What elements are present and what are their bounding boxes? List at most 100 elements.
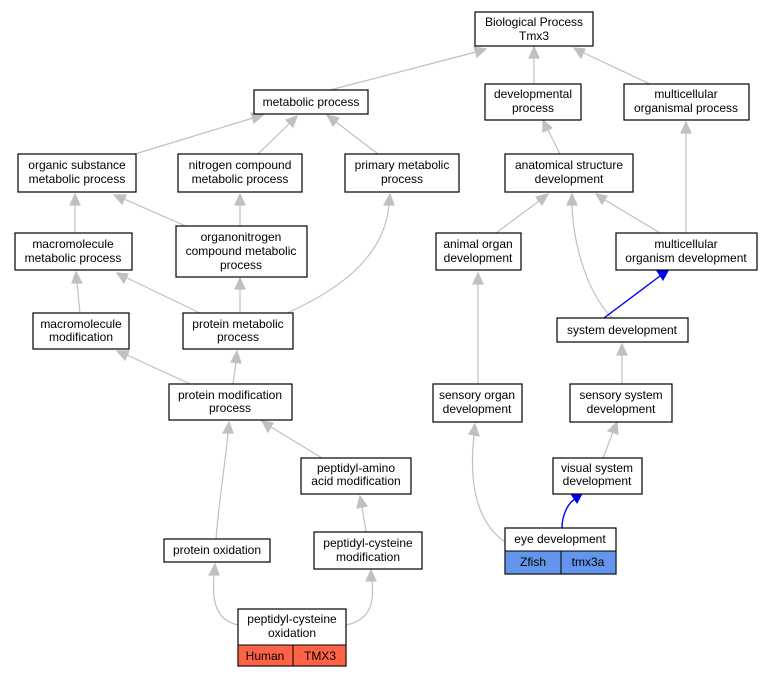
node-multicellular-organism-development[interactable]: multicellular organism development xyxy=(615,232,758,271)
node-label: protein oxidation xyxy=(173,543,261,557)
node-label: system development xyxy=(567,323,678,337)
node-macromolecule-modification[interactable]: macromolecule modification xyxy=(32,312,130,350)
gene-label: tmx3a xyxy=(572,555,605,569)
node-eye-development[interactable]: eye development Zfish tmx3a xyxy=(504,527,617,575)
edge-multicellular-organism-dev-to-anatomical xyxy=(594,193,661,234)
node-label-line2: process xyxy=(512,101,554,115)
node-anatomical-structure-development[interactable]: anatomical structure development xyxy=(504,153,634,193)
node-label-line1: multicellular xyxy=(654,237,717,251)
node-label-line2: process xyxy=(209,401,251,415)
node-sensory-organ-development[interactable]: sensory organ development xyxy=(432,383,523,423)
node-label-line3: process xyxy=(220,258,262,272)
node-label: eye development xyxy=(514,532,606,546)
node-label-line1: animal organ xyxy=(443,237,512,251)
gene-label: TMX3 xyxy=(304,649,336,663)
node-label-line1: Biological Process xyxy=(485,15,583,29)
edge-visual-system-to-sensory-system xyxy=(602,420,619,459)
node-label-line2: modification xyxy=(336,550,400,564)
edge-protein-metabolic-to-macromolecule-metabolic xyxy=(115,272,201,314)
edge-protein-metabolic-to-organonitrogen xyxy=(234,276,246,313)
node-protein-metabolic-process[interactable]: protein metabolic process xyxy=(182,312,294,350)
node-label-line1: organonitrogen xyxy=(201,230,282,244)
edge-organonitrogen-to-nitrogen xyxy=(234,192,246,226)
node-label-line1: macromolecule xyxy=(32,237,114,251)
node-label-line2: metabolic process xyxy=(25,251,122,265)
node-label-line1: peptidyl-cysteine xyxy=(247,612,337,626)
node-label-line1: nitrogen compound xyxy=(189,158,292,172)
node-label-line2: Tmx3 xyxy=(519,29,549,43)
node-label-line2: process xyxy=(217,330,259,344)
gene-tag-bg xyxy=(292,644,347,667)
node-macromolecule-metabolic-process[interactable]: macromolecule metabolic process xyxy=(14,232,133,271)
node-sensory-system-development[interactable]: sensory system development xyxy=(569,383,673,423)
edge-protein-oxidation-to-protein-mod xyxy=(215,420,234,540)
edge-system-dev-to-multicellular-organism-dev xyxy=(603,268,670,319)
gene-tag-tmx3a: tmx3a xyxy=(560,550,617,575)
node-protein-oxidation[interactable]: protein oxidation xyxy=(163,538,271,563)
edge-eye-dev-to-visual-system xyxy=(561,491,584,529)
edge-system-dev-to-anatomical xyxy=(566,192,613,319)
node-peptidyl-cysteine-oxidation[interactable]: peptidyl-cysteine oxidation Human TMX3 xyxy=(237,608,347,667)
node-label-line2: development xyxy=(443,402,512,416)
node-label-line2: process xyxy=(381,172,423,186)
edge-macromolecule-metabolic-to-organic xyxy=(69,192,81,233)
edge-eye-dev-to-sensory-organ xyxy=(468,422,506,543)
node-peptidyl-cysteine-modification[interactable]: peptidyl-cysteine modification xyxy=(313,531,423,570)
node-label-line1: protein metabolic xyxy=(192,317,283,331)
node-label-line2: oxidation xyxy=(268,626,316,640)
species-tag-human: Human xyxy=(237,644,294,667)
node-label-line1: organic substance xyxy=(28,158,126,172)
edge-protein-metabolic-to-primary xyxy=(286,192,395,314)
node-system-development[interactable]: system development xyxy=(556,317,689,343)
node-label-line1: peptidyl-cysteine xyxy=(323,536,413,550)
edge-sensory-system-to-system-dev xyxy=(616,342,628,384)
edge-primary-to-metabolic xyxy=(325,114,379,155)
edge-animal-organ-to-anatomical xyxy=(495,193,550,234)
edge-anatomical-to-developmental xyxy=(542,118,561,155)
edge-protein-mod-to-macromolecule-mod xyxy=(115,350,191,385)
edge-organonitrogen-to-organic xyxy=(112,194,191,229)
node-label-line1: macromolecule xyxy=(40,317,122,331)
node-label-line2: development xyxy=(563,474,632,488)
node-multicellular-organismal-process[interactable]: multicellular organismal process xyxy=(623,83,750,121)
edge-protein-mod-to-protein-metabolic xyxy=(230,349,242,385)
node-label-line2: acid modification xyxy=(311,474,400,488)
node-label-line1: primary metabolic xyxy=(355,158,450,172)
gene-tag-tmx3: TMX3 xyxy=(292,644,347,667)
node-label-line1: sensory system xyxy=(579,388,662,402)
highlight-edges xyxy=(561,268,670,529)
node-label-line1: developmental xyxy=(494,87,572,101)
node-label-line2: metabolic process xyxy=(192,172,289,186)
node-animal-organ-development[interactable]: animal organ development xyxy=(435,232,522,271)
edge-peptidyl-cysteine-mod-to-peptidyl-amino xyxy=(356,494,369,533)
edge-multicellular-organismal-to-root xyxy=(572,47,651,85)
node-primary-metabolic-process[interactable]: primary metabolic process xyxy=(344,153,460,193)
gene-tag-bg xyxy=(560,550,617,575)
node-metabolic-process[interactable]: metabolic process xyxy=(253,89,369,115)
edge-metabolic-to-root xyxy=(329,46,488,91)
node-organic-substance-metabolic-process[interactable]: organic substance metabolic process xyxy=(17,153,137,193)
edge-organic-to-metabolic xyxy=(134,112,265,155)
species-tag-zfish: Zfish xyxy=(504,550,562,575)
node-label-line1: visual system xyxy=(561,461,633,475)
edge-developmental-to-root xyxy=(528,45,540,84)
node-label-line1: peptidyl-amino xyxy=(317,461,395,475)
node-protein-modification-process[interactable]: protein modification process xyxy=(168,383,293,421)
node-visual-system-development[interactable]: visual system development xyxy=(552,457,643,495)
node-organonitrogen-compound-metabolic-process[interactable]: organonitrogen compound metabolic proces… xyxy=(175,225,308,278)
edges xyxy=(69,45,692,626)
node-label-line1: multicellular xyxy=(654,87,717,101)
node-label-line2: compound metabolic xyxy=(186,244,297,258)
species-label: Zfish xyxy=(520,555,546,569)
node-developmental-process[interactable]: developmental process xyxy=(484,83,582,121)
node-label-line1: anatomical structure xyxy=(515,158,623,172)
edge-peptidyl-amino-to-protein-mod xyxy=(260,420,323,459)
node-label-line2: development xyxy=(444,251,513,265)
node-label-line2: development xyxy=(535,172,604,186)
node-nitrogen-compound-metabolic-process[interactable]: nitrogen compound metabolic process xyxy=(177,153,303,193)
node-biological-process-root[interactable]: Biological Process Tmx3 xyxy=(474,11,594,47)
node-peptidyl-amino-acid-modification[interactable]: peptidyl-amino acid modification xyxy=(300,457,412,495)
node-label-line2: metabolic process xyxy=(29,172,126,186)
species-label: Human xyxy=(246,649,285,663)
